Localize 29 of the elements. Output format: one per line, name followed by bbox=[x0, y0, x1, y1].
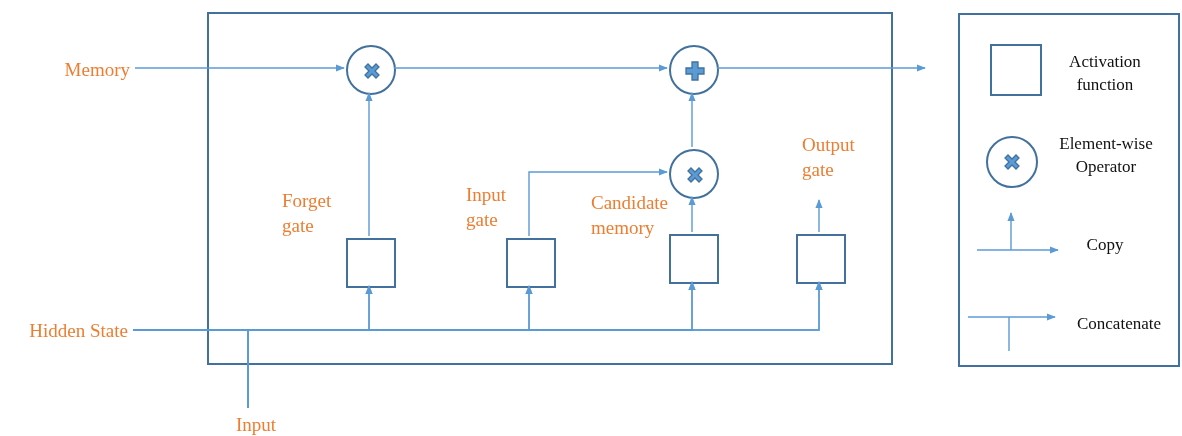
operator-circle bbox=[669, 45, 719, 95]
gate-label: Forget gate bbox=[282, 189, 333, 238]
gate-label: Input gate bbox=[466, 183, 508, 232]
arrow bbox=[365, 92, 373, 237]
activation-box bbox=[506, 238, 556, 288]
arrow bbox=[688, 92, 696, 148]
arrow bbox=[528, 168, 668, 237]
legend-frame bbox=[958, 13, 1180, 367]
signal-label: Input bbox=[234, 413, 278, 436]
activation-box bbox=[796, 234, 846, 284]
arrow bbox=[247, 281, 823, 409]
signal-label: Hidden State bbox=[28, 319, 128, 343]
activation-box bbox=[669, 234, 719, 284]
legend-label: Element-wise Operator bbox=[1058, 133, 1154, 178]
activation-box bbox=[346, 238, 396, 288]
signal-label: Memory bbox=[63, 58, 130, 82]
arrow bbox=[815, 199, 823, 233]
gate-label: Output gate bbox=[802, 133, 856, 182]
legend-label: Copy bbox=[1085, 234, 1125, 256]
legend-label: Activation function bbox=[1068, 51, 1142, 96]
arrow bbox=[688, 196, 696, 233]
arrow bbox=[716, 64, 926, 72]
arrow bbox=[134, 64, 345, 72]
operator-circle bbox=[346, 45, 396, 95]
operator-circle bbox=[669, 149, 719, 199]
arrow bbox=[393, 64, 668, 72]
legend-label: Concatenate bbox=[1076, 313, 1162, 335]
gate-label: Candidate memory bbox=[591, 191, 669, 240]
cell-boundary-box bbox=[207, 12, 893, 365]
